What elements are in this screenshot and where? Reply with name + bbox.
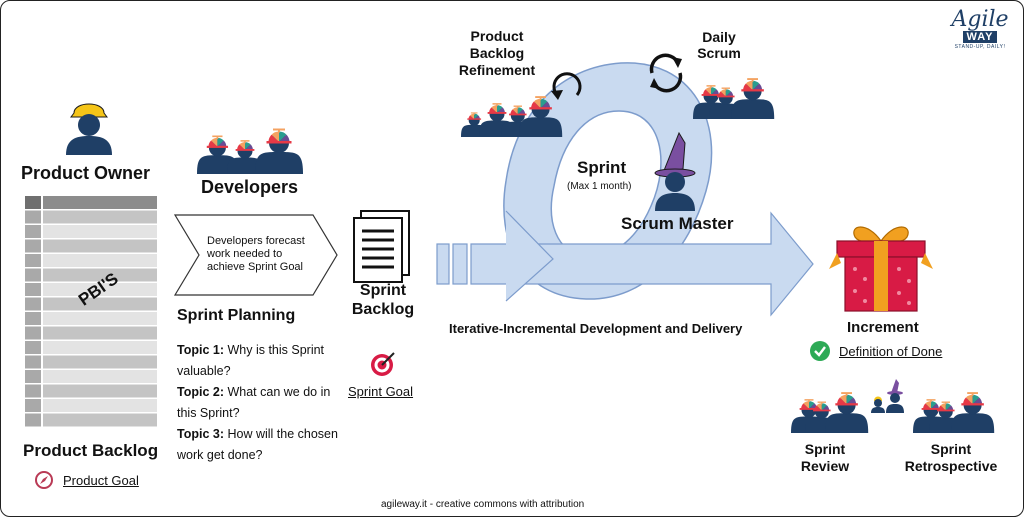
daily-scrum-line2: Scrum: [697, 45, 741, 61]
product-owner-label: Product Owner: [21, 163, 151, 183]
sprint-review-line2: Review: [800, 458, 850, 474]
product-backlog-label: Product Backlog: [23, 441, 159, 460]
refinement-line2: Backlog: [469, 45, 525, 61]
compass-icon: [35, 471, 53, 489]
refinement-cycle-icon: [549, 67, 585, 103]
sprint-review-label: Sprint Review: [785, 441, 865, 475]
development-label: Iterative-Incremental Development and De…: [449, 321, 743, 336]
topic-1-label: Topic 1:: [177, 343, 224, 357]
sprint-review-team-icon: [791, 389, 869, 433]
sprint-planning-title: Sprint Planning: [177, 307, 296, 324]
logo-text-agile: Agile: [951, 7, 1009, 32]
loop-entry-arrow: [505, 210, 554, 302]
agileway-logo: Agile WAY STAND-UP, DAILY!: [945, 9, 1015, 59]
topic-3-text: How will the chosen work get done?: [177, 427, 338, 462]
sprint-retrospective-label: Sprint Retrospective: [899, 441, 1003, 475]
developers-group-icon: [197, 106, 307, 174]
definition-of-done-link[interactable]: Definition of Done: [839, 344, 943, 359]
increment-label: Increment: [847, 319, 919, 336]
target-icon: [370, 351, 396, 377]
footer-credit: agileway.it - creative commons with attr…: [381, 499, 585, 510]
scrum-master-icon: [649, 131, 701, 211]
logo-tagline: STAND-UP, DAILY!: [954, 44, 1006, 50]
planning-arrow-text: Developers forecast work needed to achie…: [207, 235, 305, 273]
product-owner-icon: [61, 101, 117, 157]
sprint-review-line1: Sprint: [804, 441, 846, 457]
logo-text-way: WAY: [963, 31, 997, 43]
sprint-retrospective-line2: Retrospective: [904, 458, 998, 474]
topic-1-text: Why is this Sprint valuable?: [177, 343, 325, 378]
sprint-backlog-documents-icon: [351, 209, 413, 289]
daily-scrum-cycle-icon: [644, 51, 688, 95]
sprint-retrospective-team-icon: [913, 387, 995, 433]
sprint-title: Sprint: [577, 158, 627, 177]
daily-scrum-line1: Daily: [702, 29, 736, 45]
sprint-subtitle: (Max 1 month): [567, 181, 632, 192]
daily-scrum-team-icon: [693, 73, 775, 119]
refinement-team-icon: [461, 89, 563, 137]
product-backlog-table: [25, 196, 157, 432]
product-goal-link[interactable]: Product Goal: [63, 473, 139, 488]
sprint-goal-link[interactable]: Sprint Goal: [348, 384, 414, 399]
topic-3-label: Topic 3:: [177, 427, 224, 441]
daily-scrum-label: Daily Scrum: [687, 29, 751, 61]
retrospective-scrum-master-icon: [869, 379, 907, 413]
sprint-backlog-label: Sprint Backlog: [345, 281, 421, 319]
increment-gift-icon: [827, 219, 935, 315]
developers-label: Developers: [201, 177, 299, 197]
topic-2-text: What can we do in this Sprint?: [177, 385, 331, 420]
development-flow-arrow: [436, 211, 814, 317]
sprint-retrospective-line1: Sprint: [930, 441, 972, 457]
topic-2-label: Topic 2:: [177, 385, 224, 399]
scrum-master-label: Scrum Master: [621, 214, 734, 233]
sprint-planning-chevron: [173, 213, 339, 297]
refinement-label: Product Backlog Refinement: [447, 28, 547, 79]
planning-topic-1: Topic 1: Why is this Sprint valuable?: [177, 340, 342, 382]
check-icon: [809, 340, 831, 362]
sprint-backlog-line2: Backlog: [351, 301, 415, 318]
refinement-line3: Refinement: [458, 62, 536, 78]
planning-topic-2: Topic 2: What can we do in this Sprint?: [177, 382, 342, 424]
refinement-line1: Product: [470, 28, 524, 44]
planning-topic-3: Topic 3: How will the chosen work get do…: [177, 424, 342, 466]
sprint-backlog-line1: Sprint: [359, 282, 407, 299]
